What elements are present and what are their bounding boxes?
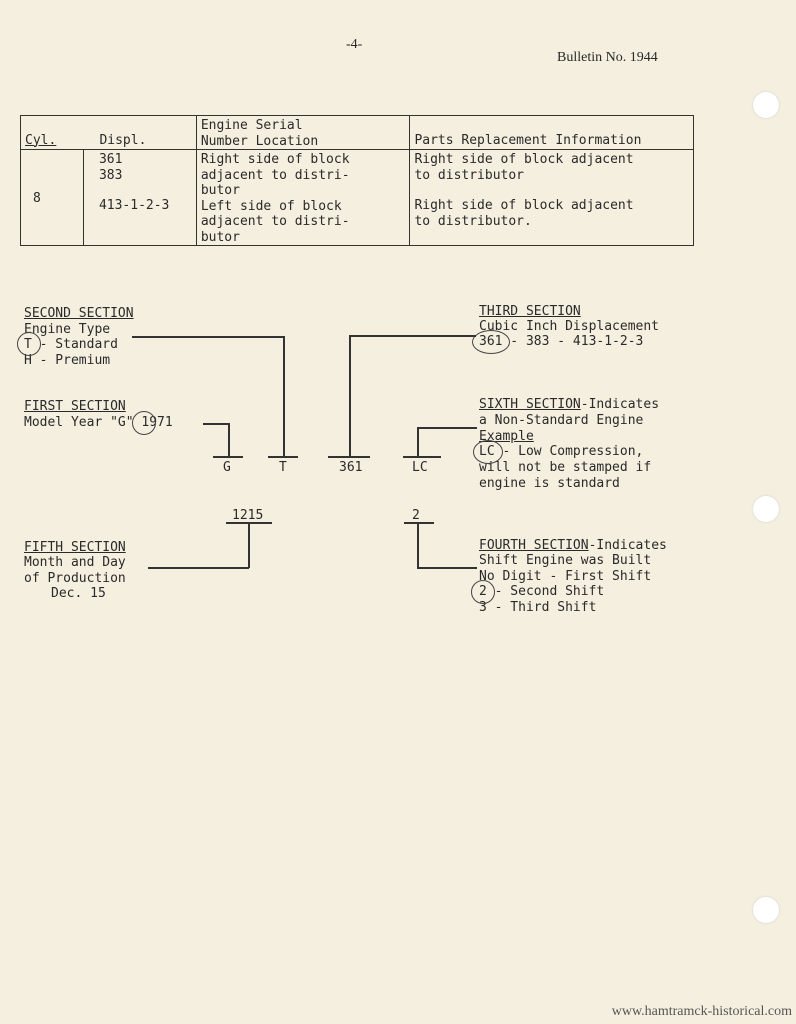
connector-third-h <box>349 335 476 337</box>
connector-sixth-v <box>417 427 419 456</box>
fourth-section-third-shift: 3 - Third Shift <box>479 600 597 615</box>
header-displ: Displ. <box>83 115 197 150</box>
connector-second-h <box>132 336 284 338</box>
sixth-section-non-standard: a Non-Standard Engine <box>479 413 644 428</box>
location-cell: Right side of block adjacent to distri- … <box>195 149 411 246</box>
fifth-section-title: FIFTH SECTION <box>24 540 126 555</box>
connector-fifth-h <box>148 567 249 569</box>
code-lc: LC <box>412 460 428 475</box>
displ-413: 413-1-2-3 <box>98 198 170 213</box>
site-watermark: www.hamtramck-historical.com <box>611 1004 792 1019</box>
page-number: -4- <box>346 37 363 52</box>
second-section-engine-type: Engine Type <box>24 322 111 337</box>
connector-first-v <box>228 423 230 456</box>
punch-hole-top <box>753 92 779 118</box>
displ-cell: 361 383 413-1-2-3 <box>82 149 197 246</box>
third-section-displacements: 361 - 383 - 413-1-2-3 <box>479 334 644 349</box>
third-section-title: THIRD SECTION <box>479 304 581 319</box>
circle-2 <box>471 580 495 604</box>
underline-g <box>213 456 243 458</box>
fifth-section-example-date: Dec. 15 <box>51 586 106 601</box>
cyl-cell: 8 <box>20 149 84 246</box>
third-section-cubic-inch: Cubic Inch Displacement <box>479 319 660 334</box>
parts-cell: Right side of block adjacent to distribu… <box>409 149 694 246</box>
punch-hole-bottom <box>753 897 779 923</box>
circle-lc <box>473 440 503 464</box>
circle-t <box>17 332 41 356</box>
sixth-section-low-compression: LC - Low Compression, <box>479 444 644 459</box>
code-t: T <box>279 460 287 475</box>
code-2: 2 <box>412 508 420 523</box>
fourth-section-second-shift: 2 - Second Shift <box>479 584 605 599</box>
fourth-section-title-row: FOURTH SECTION-Indicates <box>479 538 667 553</box>
underline-2 <box>404 522 434 524</box>
second-section-standard: T - Standard <box>24 337 118 352</box>
bulletin-number: Bulletin No. 1944 <box>557 50 658 65</box>
sixth-section-engine-standard: engine is standard <box>479 476 620 491</box>
sixth-section-indicates: -Indicates <box>580 397 660 412</box>
fourth-section-shift-built: Shift Engine was Built <box>479 553 652 568</box>
engine-serial-table: Cyl. Displ. Engine Serial Number Locatio… <box>20 115 694 246</box>
second-section-premium: H - Premium <box>24 353 111 368</box>
underline-t <box>268 456 298 458</box>
connector-first-h <box>203 423 229 425</box>
circle-361 <box>472 330 510 354</box>
underline-lc <box>403 456 441 458</box>
fifth-section-month-day: Month and Day <box>24 555 126 570</box>
sixth-section-not-stamped: will not be stamped if <box>479 460 652 475</box>
displ-361: 361 <box>98 152 123 167</box>
fifth-section-production: of Production <box>24 571 126 586</box>
underline-361 <box>328 456 370 458</box>
connector-fourth-h <box>417 567 477 569</box>
fourth-section-title: FOURTH SECTION <box>479 538 589 553</box>
circle-g <box>132 411 156 435</box>
connector-third-v <box>349 335 351 456</box>
fourth-section-indicates: -Indicates <box>588 538 667 553</box>
connector-sixth-h <box>417 427 477 429</box>
header-location: Engine Serial Number Location <box>195 115 411 150</box>
connector-fourth-v <box>417 522 419 568</box>
displ-383: 383 <box>98 167 123 183</box>
second-section-title: SECOND SECTION <box>24 306 134 321</box>
code-1215: 1215 <box>232 508 264 523</box>
header-cyl: Cyl. <box>20 115 84 150</box>
connector-second-v <box>283 336 285 456</box>
header-parts: Parts Replacement Information <box>409 115 694 150</box>
sixth-section-title-row: SIXTH SECTION-Indicates <box>479 397 659 412</box>
connector-fifth-v <box>248 522 250 568</box>
code-361: 361 <box>339 460 363 475</box>
first-section-title: FIRST SECTION <box>24 399 126 414</box>
sixth-section-title: SIXTH SECTION <box>479 397 581 412</box>
fourth-section-first-shift: No Digit - First Shift <box>479 569 652 584</box>
punch-hole-middle <box>753 496 779 522</box>
code-g: G <box>223 460 231 475</box>
